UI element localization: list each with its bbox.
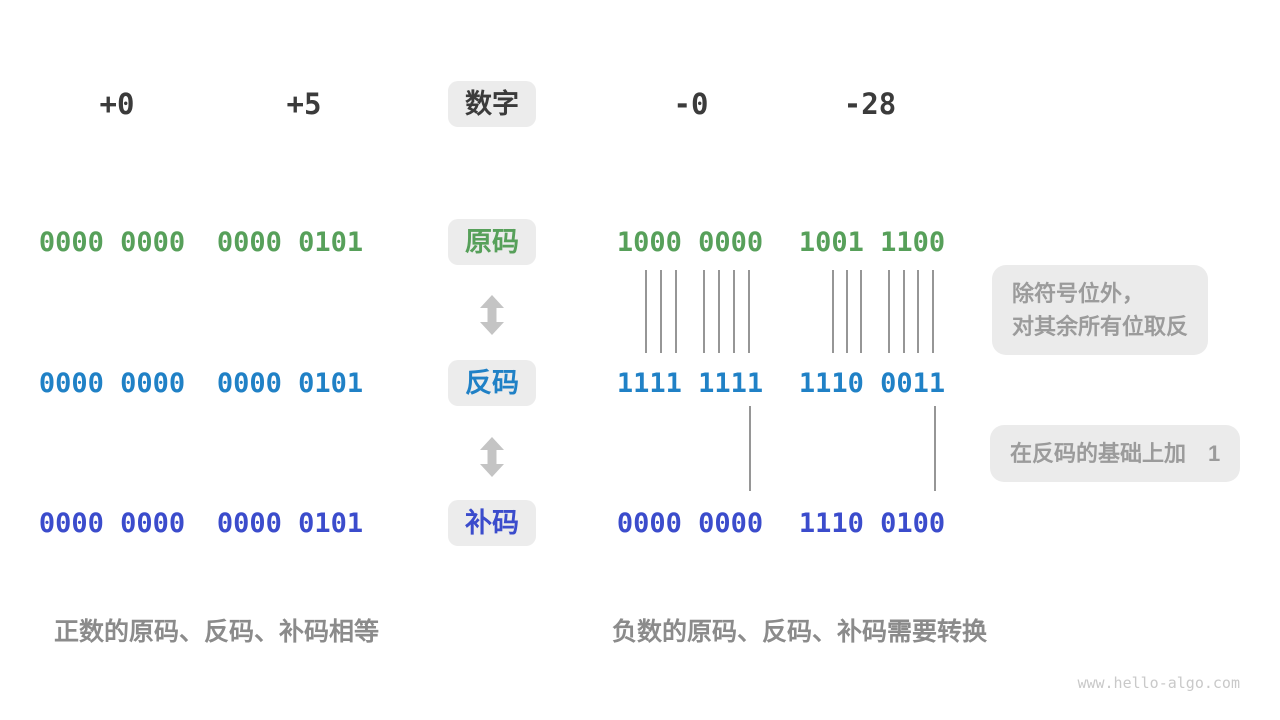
bit-connector-line [934,406,936,491]
invert-bits-callout-line2: 对其余所有位取反 [1012,314,1189,339]
number-label-minus28: -28 [843,87,897,121]
bit-connector-line [675,270,677,353]
ones-complement-badge: 反码 [448,360,536,406]
bit-connector-line [645,270,647,353]
numbers-badge: 数字 [448,81,536,127]
bit-connector-line [748,270,750,353]
bit-connector-line [903,270,905,353]
sign-magnitude-minus28: 1001 1100 [798,227,946,258]
sign-magnitude-plus0: 0000 0000 [38,227,186,258]
positive-numbers-caption: 正数的原码、反码、补码相等 [54,618,380,646]
ones-complement-plus0: 0000 0000 [38,368,186,399]
sign-magnitude-minus0: 1000 0000 [616,227,764,258]
number-label-plus5: +5 [286,87,322,121]
updown-arrow-icon [480,437,504,477]
bit-connector-line [733,270,735,353]
add-one-callout-line1: 在反码的基础上加 1 [1010,441,1221,466]
bit-connector-line [660,270,662,353]
twos-complement-badge: 补码 [448,500,536,546]
twos-complement-minus0: 0000 0000 [616,508,764,539]
number-label-plus0: +0 [99,87,135,121]
number-label-minus0: -0 [673,87,709,121]
site-watermark: www.hello-algo.com [1077,674,1240,692]
invert-bits-callout: 除符号位外， 对其余所有位取反 [992,265,1209,355]
ones-complement-minus0: 1111 1111 [616,368,764,399]
negative-numbers-caption: 负数的原码、反码、补码需要转换 [612,618,988,646]
sign-magnitude-badge: 原码 [448,219,536,265]
updown-arrow-icon [480,295,504,335]
invert-bits-callout-line1: 除符号位外， [1012,281,1145,306]
bit-connector-line [718,270,720,353]
twos-complement-plus5: 0000 0101 [216,508,364,539]
bit-connector-line [888,270,890,353]
bit-connector-line [846,270,848,353]
twos-complement-plus0: 0000 0000 [38,508,186,539]
bit-connector-line [703,270,705,353]
bit-connector-line [917,270,919,353]
twos-complement-minus28: 1110 0100 [798,508,946,539]
add-one-callout: 在反码的基础上加 1 [990,425,1241,482]
bit-connector-line [932,270,934,353]
ones-complement-plus5: 0000 0101 [216,368,364,399]
bit-connector-line [832,270,834,353]
bit-connector-line [860,270,862,353]
sign-magnitude-plus5: 0000 0101 [216,227,364,258]
ones-complement-minus28: 1110 0011 [798,368,946,399]
bit-connector-line [749,406,751,491]
